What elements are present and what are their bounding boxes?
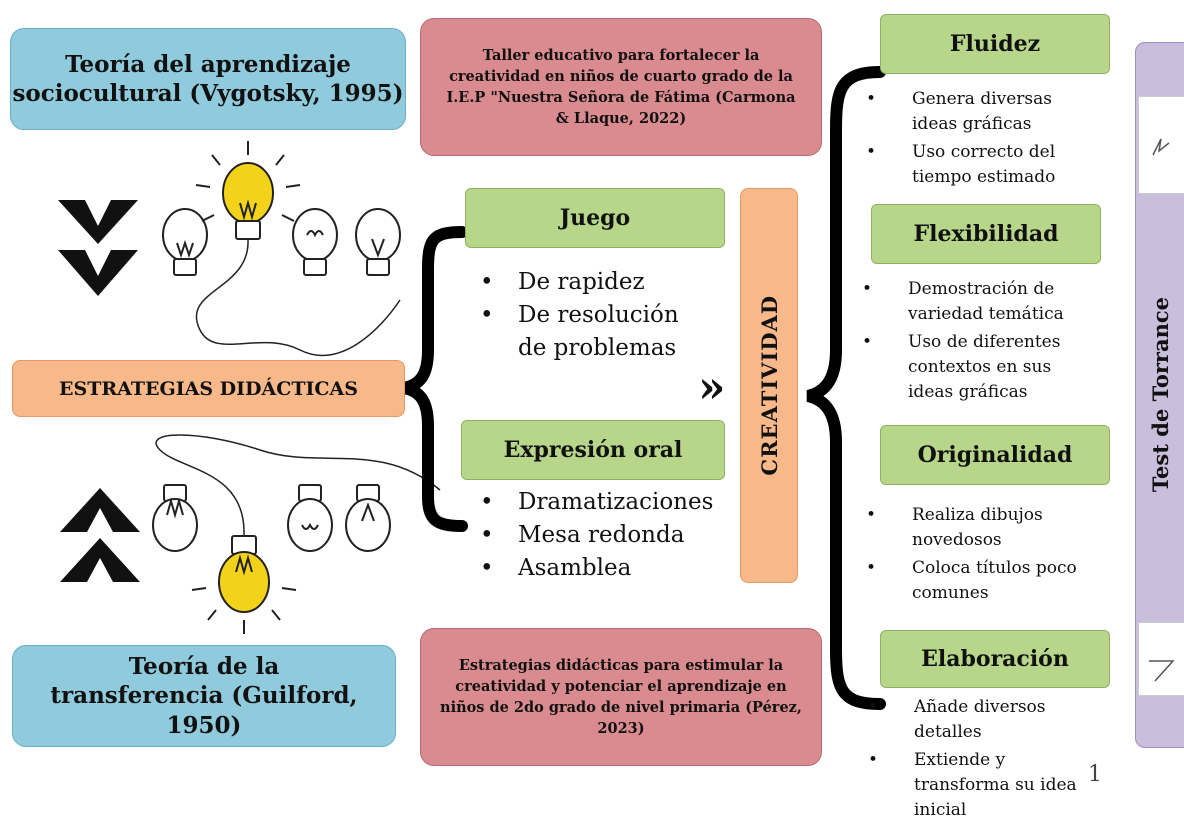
originalidad-box: Originalidad	[880, 425, 1110, 485]
theory-bottom-text: Teoría de la transferencia (Guilford, 19…	[50, 652, 358, 739]
theory-top-text: Teoría del aprendizaje sociocultural (Vy…	[12, 50, 404, 107]
list-item: Realiza dibujos novedosos	[866, 503, 1080, 553]
strategies-text: ESTRATEGIAS DIDÁCTICAS	[59, 377, 358, 400]
fluidez-box: Fluidez	[880, 14, 1110, 74]
expresion-box: Expresión oral	[461, 420, 725, 480]
strategies-brace	[402, 226, 468, 532]
strategies-box: ESTRATEGIAS DIDÁCTICAS	[12, 360, 405, 417]
flexibilidad-list: Demostración de variedad temática Uso de…	[862, 277, 1086, 408]
study-top-box: Taller educativo para fortalecer la crea…	[420, 18, 822, 156]
list-item: De resolución	[470, 299, 679, 332]
test-text: Test de Torrance	[1147, 297, 1173, 493]
lightbulbs-bottom-icon	[152, 434, 441, 634]
fluidez-label: Fluidez	[949, 31, 1041, 57]
study-top-text: Taller educativo para fortalecer la crea…	[446, 46, 796, 128]
expresion-list: Dramatizaciones Mesa redonda Asamblea	[470, 486, 713, 585]
study-bottom-box: Estrategias didácticas para estimular la…	[420, 628, 822, 766]
drawing-thumbnail-bottom	[1138, 622, 1184, 696]
list-item-continuation: de problemas	[518, 335, 677, 361]
originalidad-label: Originalidad	[917, 442, 1073, 468]
list-item: Demostración de variedad temática	[862, 277, 1086, 327]
elaboracion-list: Añade diversos detalles Extiende y trans…	[868, 695, 1102, 826]
list-item: Genera diversas ideas gráficas	[866, 87, 1080, 137]
double-arrow-icon: »	[698, 362, 726, 413]
page-number: 1	[1088, 762, 1102, 787]
elaboracion-label: Elaboración	[921, 646, 1069, 672]
expresion-label: Expresión oral	[503, 437, 683, 463]
theory-top-box: Teoría del aprendizaje sociocultural (Vy…	[10, 28, 406, 130]
list-item: Coloca títulos poco comunes	[866, 556, 1080, 606]
juego-list: De rapidez De resolución de problemas	[470, 266, 679, 365]
list-item: De rapidez	[470, 266, 679, 299]
creatividad-brace	[806, 66, 886, 710]
list-item: Extiende y transforma su idea inicial	[868, 748, 1102, 823]
list-item: Añade diversos detalles	[868, 695, 1102, 745]
creatividad-box: CREATIVIDAD	[740, 188, 798, 583]
flexibilidad-label: Flexibilidad	[913, 221, 1059, 247]
originalidad-list: Realiza dibujos novedosos Coloca títulos…	[866, 503, 1080, 609]
study-bottom-text: Estrategias didácticas para estimular la…	[440, 656, 802, 738]
creatividad-text: CREATIVIDAD	[756, 295, 782, 476]
diagram-lineart	[58, 66, 886, 710]
list-item: Mesa redonda	[470, 519, 713, 552]
drawing-thumbnail-top	[1138, 96, 1184, 194]
theory-bottom-box: Teoría de la transferencia (Guilford, 19…	[12, 645, 396, 747]
down-chevrons-icon	[58, 200, 138, 296]
elaboracion-box: Elaboración	[880, 630, 1110, 688]
juego-box: Juego	[465, 188, 725, 248]
fluidez-list: Genera diversas ideas gráficas Uso corre…	[866, 87, 1080, 193]
list-item: Uso de diferentes contextos en sus ideas…	[862, 330, 1086, 405]
list-item: Uso correcto del tiempo estimado	[866, 140, 1080, 190]
lightbulbs-top-icon	[162, 141, 401, 357]
list-item: Dramatizaciones	[470, 486, 713, 519]
flexibilidad-box: Flexibilidad	[871, 204, 1101, 264]
juego-label: Juego	[559, 205, 631, 231]
scribble-icon	[1152, 138, 1170, 156]
list-item: Asamblea	[470, 552, 713, 585]
up-chevrons-icon	[60, 488, 140, 582]
line-mark-icon	[1149, 660, 1175, 682]
